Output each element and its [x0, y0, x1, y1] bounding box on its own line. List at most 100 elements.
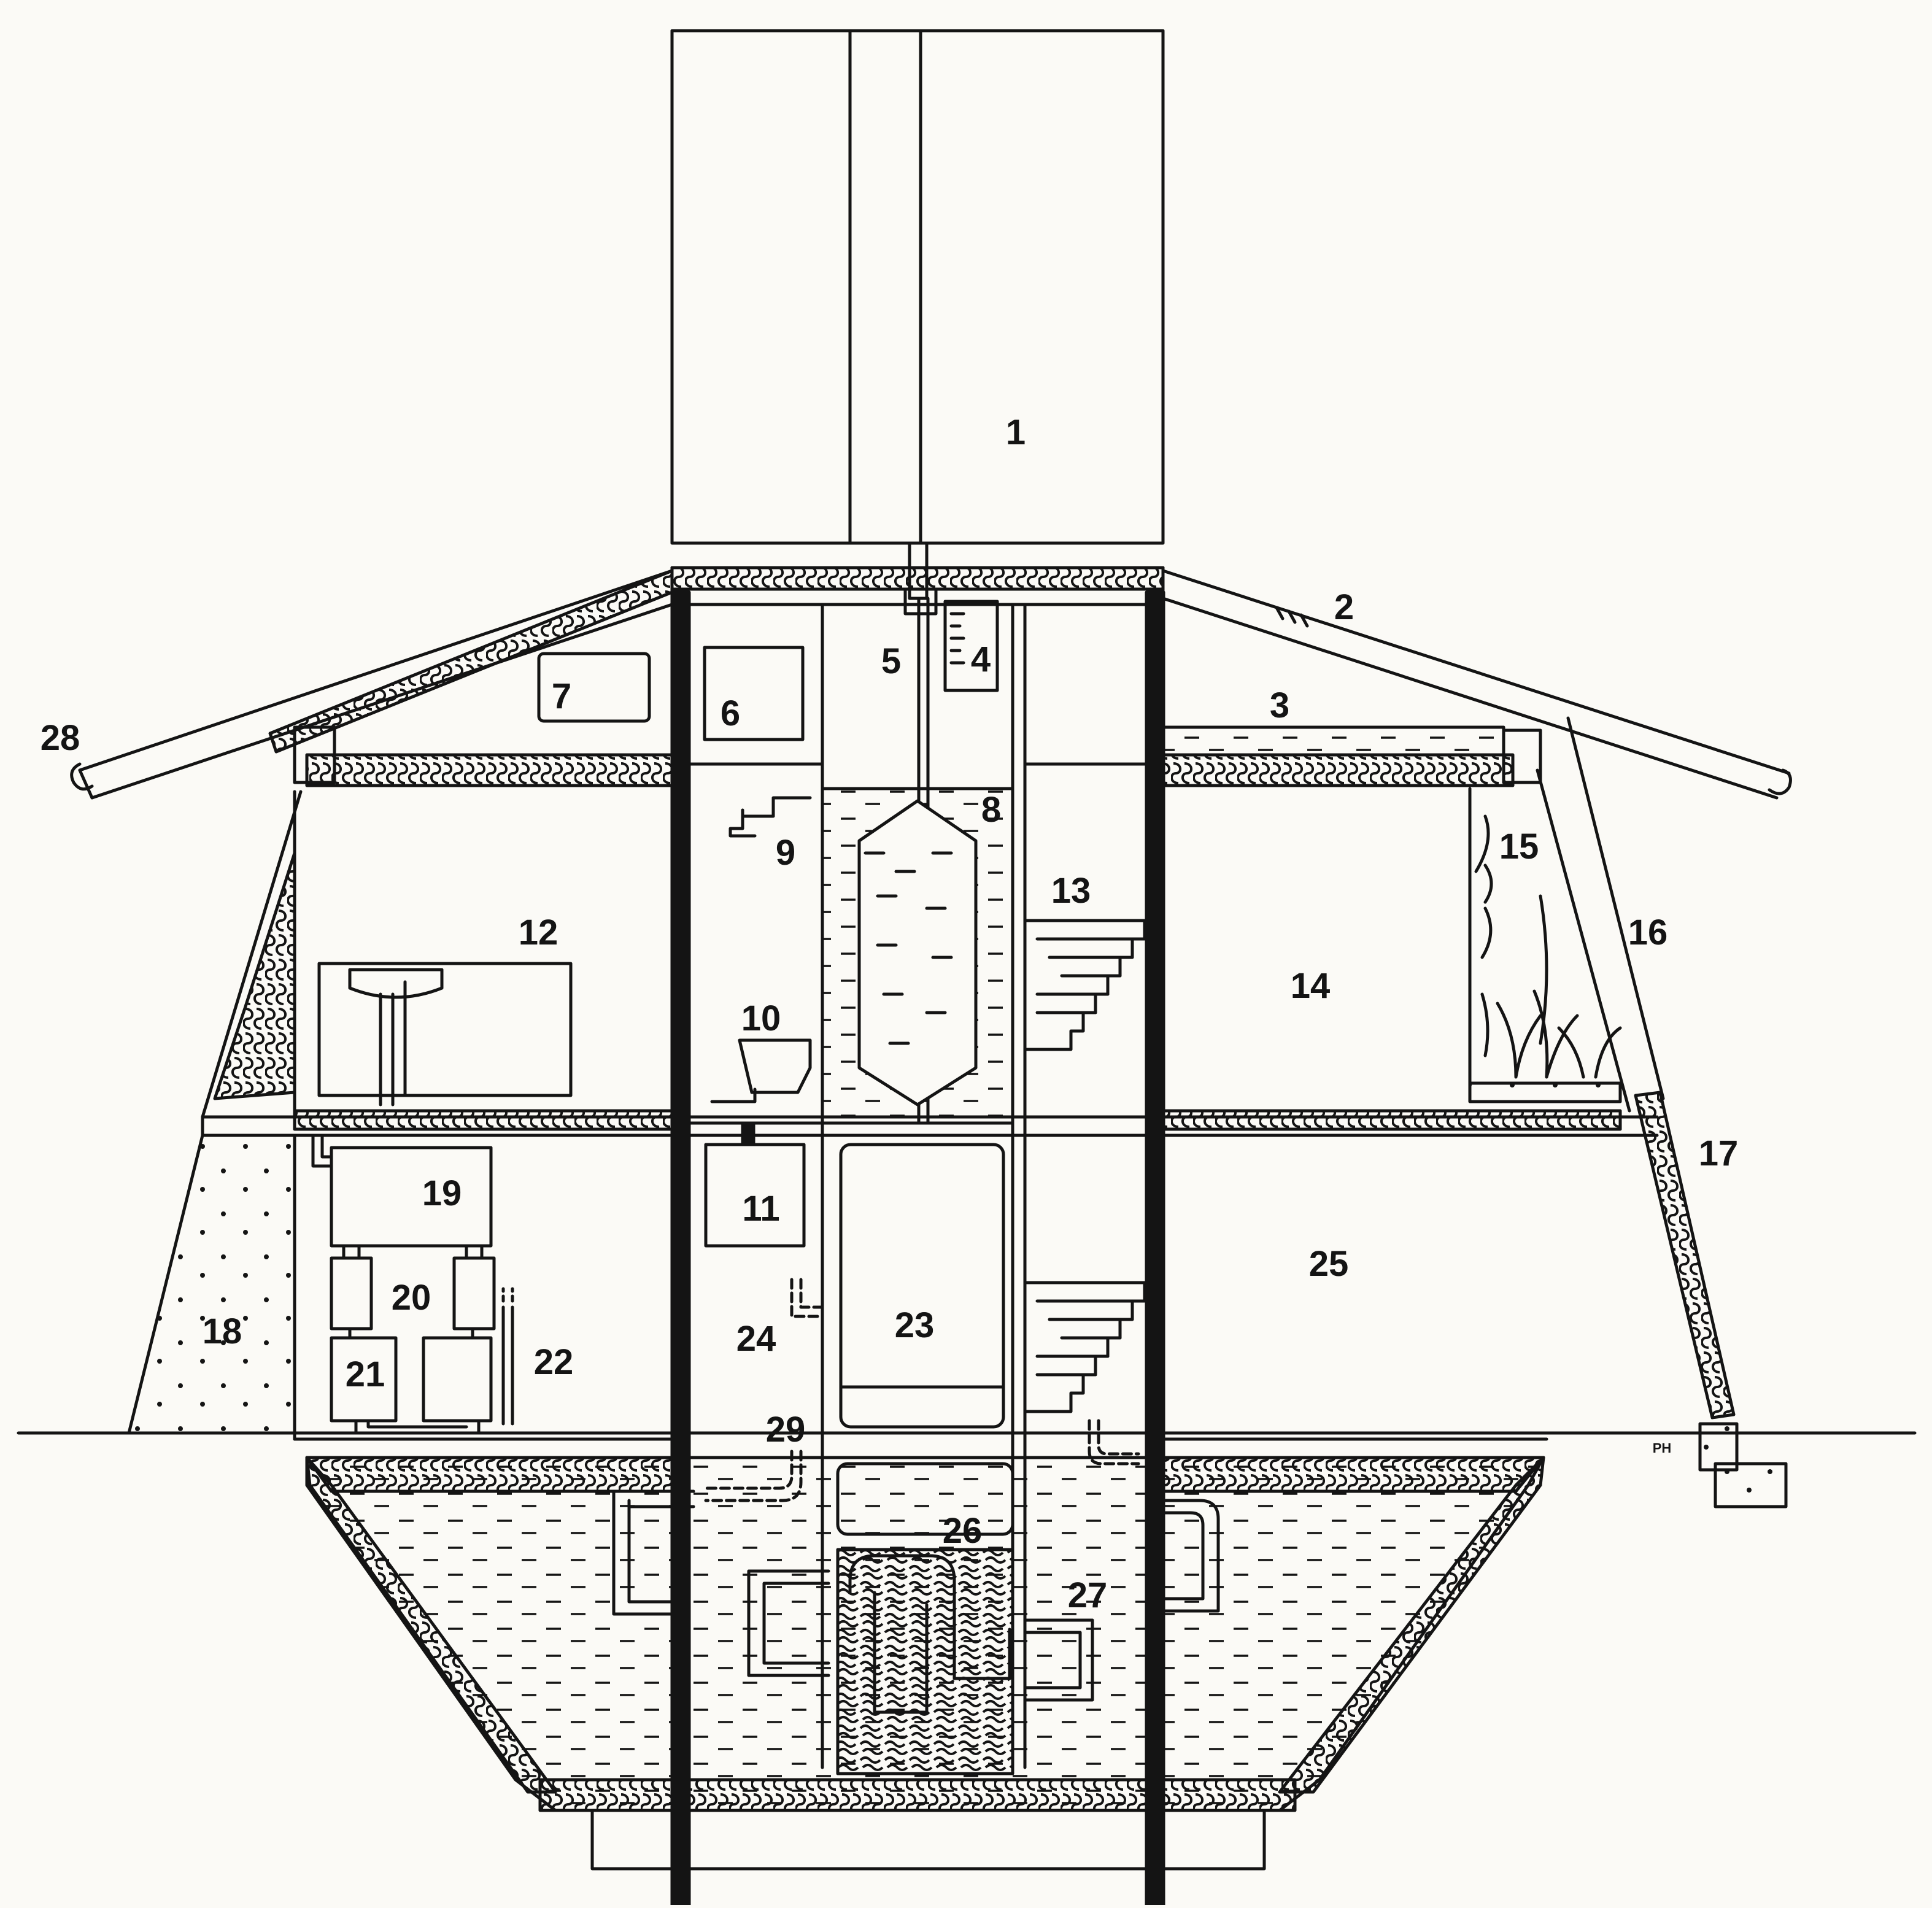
callout-19: 19 — [422, 1173, 462, 1213]
callout-21: 21 — [345, 1354, 385, 1394]
wall-footing-pad — [1714, 1462, 1788, 1508]
callout-27: 27 — [1067, 1575, 1108, 1615]
callout-29: 29 — [765, 1410, 806, 1450]
wiring-conduit — [501, 1305, 514, 1426]
pressure-vessel — [857, 799, 978, 1107]
cistern-lid-insulation-right — [1161, 1456, 1545, 1493]
attic-storage-box — [537, 652, 651, 723]
cistern-coil-right — [1161, 1499, 1220, 1613]
cistern-coil-left — [612, 1489, 695, 1616]
storage-battery-right — [422, 1336, 493, 1423]
digester-cap — [836, 1462, 1014, 1536]
callout-16: 16 — [1628, 913, 1668, 952]
pump-right — [452, 1256, 496, 1331]
attic-floor-left — [305, 753, 677, 787]
callout-14: 14 — [1290, 966, 1331, 1006]
roof-left-underside — [90, 603, 674, 800]
roof-water-pond — [1161, 725, 1505, 757]
roof-left-edge — [78, 569, 674, 772]
roof-left-eave — [78, 768, 94, 800]
attic-floor-right — [1161, 753, 1515, 787]
upper-wall-insulation-left — [213, 851, 296, 1100]
callout-23: 23 — [894, 1305, 935, 1345]
shower-tap — [728, 796, 812, 838]
callout-22: 22 — [533, 1342, 574, 1382]
mid-floor-edges — [201, 1115, 1659, 1137]
roof-right-edge — [1161, 569, 1791, 775]
lower-stair-treads — [1035, 1299, 1134, 1377]
pipe-29-left — [704, 1450, 803, 1502]
utility-box-pipe — [741, 1121, 755, 1146]
greenhouse-glazing-outer — [1566, 716, 1665, 1100]
gauge-box — [943, 600, 999, 692]
gutter-left — [70, 762, 94, 791]
callout-10: 10 — [741, 998, 781, 1038]
upper-staircase — [1023, 919, 1146, 1051]
equipment-feed-pipe — [311, 1134, 333, 1168]
earth-berm-left — [127, 1134, 296, 1435]
storage-battery-left — [330, 1336, 398, 1423]
pump-left — [330, 1256, 373, 1331]
heat-exchanger-box — [330, 1146, 493, 1248]
mid-floor-right — [1161, 1109, 1622, 1131]
equipment-return-pipe — [354, 1419, 481, 1435]
gauge-ticks — [949, 612, 965, 665]
callout-2: 2 — [1334, 587, 1354, 627]
pipe-24 — [790, 1278, 824, 1318]
roof-top-insulation — [670, 566, 1165, 591]
callout-5: 5 — [881, 641, 902, 681]
greenhouse-glazing-inner — [1536, 768, 1631, 1113]
callout-28: 28 — [40, 718, 80, 758]
mast-gearbox — [903, 587, 938, 616]
callout-25: 25 — [1308, 1244, 1349, 1284]
artist-initials: PH — [1652, 1440, 1672, 1456]
greenhouse-soil-bed — [1468, 1081, 1622, 1103]
bathtub-drain — [710, 1087, 757, 1103]
attic-water-tank — [703, 646, 805, 741]
wind-sail-panel — [670, 29, 1165, 545]
solar-collector-marks — [1275, 606, 1309, 628]
digester-heat-loop — [848, 1554, 1011, 1714]
upper-wall-outer-left — [201, 790, 303, 1119]
callout-20: 20 — [391, 1278, 431, 1318]
bathtub — [738, 1038, 812, 1094]
kitchen-sink — [348, 968, 444, 999]
roof-left-insulation — [268, 569, 674, 754]
callout-15: 15 — [1499, 827, 1539, 867]
callout-7: 7 — [551, 676, 572, 716]
attic-beam-left — [293, 725, 336, 784]
callout-12: 12 — [518, 913, 558, 952]
upper-stair-treads — [1035, 937, 1134, 1014]
callout-1: 1 — [1005, 412, 1026, 452]
callout-18: 18 — [202, 1311, 242, 1351]
greenhouse-plants — [1496, 894, 1622, 1079]
external-insulated-wall — [1634, 1091, 1736, 1419]
callout-8: 8 — [981, 790, 1002, 830]
gutter-right — [1768, 768, 1792, 795]
callout-17: 17 — [1698, 1134, 1739, 1173]
callout-9: 9 — [775, 833, 796, 873]
kitchen-counter — [317, 962, 573, 1097]
callout-4: 4 — [970, 639, 991, 679]
callout-13: 13 — [1051, 871, 1091, 911]
callout-26: 26 — [942, 1511, 983, 1551]
callout-11: 11 — [742, 1189, 780, 1229]
roof-right-underside — [1161, 597, 1779, 800]
lower-staircase — [1023, 1281, 1146, 1413]
wiring-conduit-hidden — [501, 1287, 514, 1303]
vessel-water-marks — [864, 851, 953, 1045]
cistern-coil-center-left — [747, 1569, 830, 1677]
storage-tank-23 — [839, 1143, 1005, 1429]
cistern-floor-insulation — [538, 1778, 1297, 1812]
callout-24: 24 — [736, 1319, 776, 1359]
callout-6: 6 — [720, 693, 741, 733]
pipe-29-right — [1088, 1419, 1140, 1466]
foundation-slab — [590, 1809, 1266, 1871]
cistern-lid-insulation-left — [305, 1456, 674, 1493]
cistern-coil-center-right — [1023, 1618, 1094, 1702]
equipment-connectors — [342, 1244, 484, 1340]
mid-floor-left — [293, 1109, 677, 1131]
climbing-plant — [1474, 814, 1493, 1057]
